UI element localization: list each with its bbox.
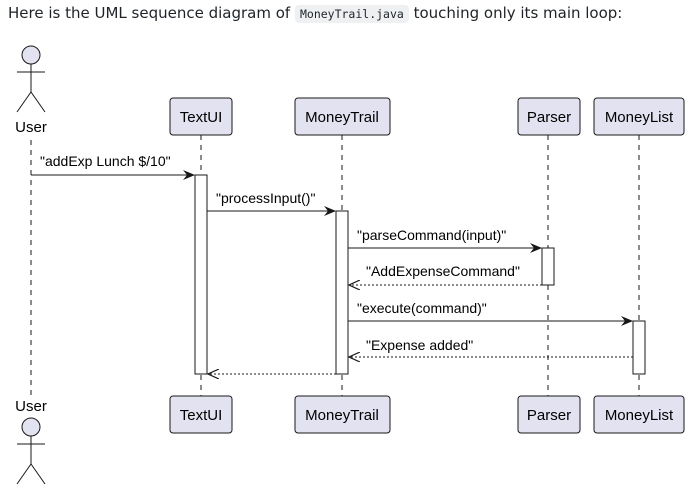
intro-paragraph: Here is the UML sequence diagram of Mone… [8, 2, 622, 25]
message-5: "execute(command)" [348, 300, 633, 326]
actor-head-icon [21, 45, 41, 65]
activation-moneytrail [335, 210, 349, 375]
message-label: "addExp Lunch $/10" [40, 153, 171, 169]
activation-moneylist [632, 320, 646, 375]
participant-label: TextUI [180, 109, 223, 126]
actor-user-top [16, 45, 46, 113]
intro-prefix: Here is the UML sequence diagram of [8, 4, 291, 22]
actor-user-bottom [16, 417, 46, 485]
participant-label: Parser [527, 407, 571, 424]
activation-parser [541, 247, 555, 286]
message-3: "parseCommand(input)" [348, 227, 542, 253]
participant-label: MoneyList [605, 407, 674, 424]
message-label: "Expense added" [366, 337, 473, 353]
participant-moneylist-top: MoneyList [593, 97, 685, 136]
message-4-return: "AddExpenseCommand" [349, 263, 542, 285]
participant-parser-top: Parser [517, 97, 581, 136]
message-label: "execute(command)" [357, 300, 487, 316]
message-label: "AddExpenseCommand" [366, 263, 520, 279]
participant-label: MoneyTrail [305, 109, 379, 126]
participant-textui-top: TextUI [169, 97, 233, 136]
actor-label-bottom: User [15, 398, 47, 415]
activation-textui [194, 174, 208, 375]
intro-suffix: touching only its main loop: [413, 4, 623, 22]
message-1: "addExp Lunch $/10" [31, 153, 195, 180]
message-2: "processInput()" [207, 190, 336, 216]
actor-label-top: User [15, 119, 47, 136]
participant-label: MoneyTrail [305, 407, 379, 424]
participant-parser-bottom: Parser [517, 395, 581, 434]
message-label: "processInput()" [216, 190, 315, 206]
participant-textui-bottom: TextUI [169, 395, 233, 434]
message-label: "parseCommand(input)" [357, 227, 506, 243]
participant-moneytrail-bottom: MoneyTrail [294, 395, 391, 434]
message-6-return: "Expense added" [349, 337, 633, 357]
participant-label: MoneyList [605, 109, 674, 126]
inline-code-filename: MoneyTrail.java [294, 5, 409, 23]
actor-head-icon [21, 417, 41, 437]
participant-label: Parser [527, 109, 571, 126]
participant-label: TextUI [180, 407, 223, 424]
participant-moneytrail-top: MoneyTrail [294, 97, 391, 136]
participant-moneylist-bottom: MoneyList [593, 395, 685, 434]
